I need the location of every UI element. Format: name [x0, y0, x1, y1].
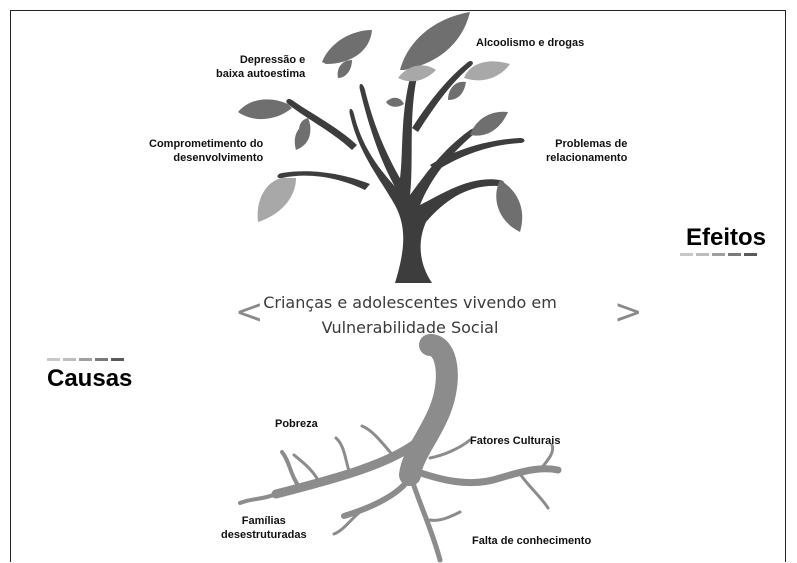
- cause-label-falta-conhecimento: Falta de conhecimento: [472, 535, 592, 547]
- leaf: [448, 81, 466, 100]
- efeitos-title: Efeitos: [686, 224, 767, 251]
- chevron-right-icon: >: [614, 292, 643, 332]
- leaf: [322, 30, 372, 64]
- effect-label-alcoolismo: Alcoolismo e drogas: [476, 37, 585, 49]
- chevron-left-icon: <: [235, 292, 264, 332]
- causas-title: Causas: [47, 365, 133, 392]
- leaf: [337, 60, 352, 78]
- leaf: [470, 111, 508, 136]
- leaf: [400, 12, 470, 70]
- cause-label-familias: Famílias desestruturadas: [221, 515, 307, 541]
- leaf: [238, 99, 292, 120]
- tree-roots: [238, 334, 562, 563]
- effect-label-comprometimento: Comprometimento do desenvolvimento: [149, 138, 264, 164]
- leaf: [464, 61, 510, 81]
- diagram-frame: [10, 10, 786, 562]
- central-theme-line1: Crianças e adolescentes vivendo em: [263, 293, 557, 312]
- efeitos-dashes: [680, 253, 757, 256]
- leaf: [294, 124, 311, 150]
- tree-trunk: [277, 60, 525, 283]
- cause-label-pobreza: Pobreza: [275, 418, 318, 430]
- effect-label-problemas: Problemas de relacionamento: [546, 138, 628, 164]
- leaf: [257, 178, 296, 222]
- leaf: [398, 65, 436, 82]
- cause-label-fatores-culturais: Fatores Culturais: [470, 435, 561, 447]
- causas-dashes: [47, 358, 124, 361]
- leaf: [496, 180, 523, 232]
- effect-label-depressao: Depressão e baixa autoestima: [216, 54, 306, 80]
- leaf: [386, 97, 404, 107]
- tree-leaves: [238, 12, 523, 232]
- central-theme-line2: Vulnerabilidade Social: [321, 318, 499, 337]
